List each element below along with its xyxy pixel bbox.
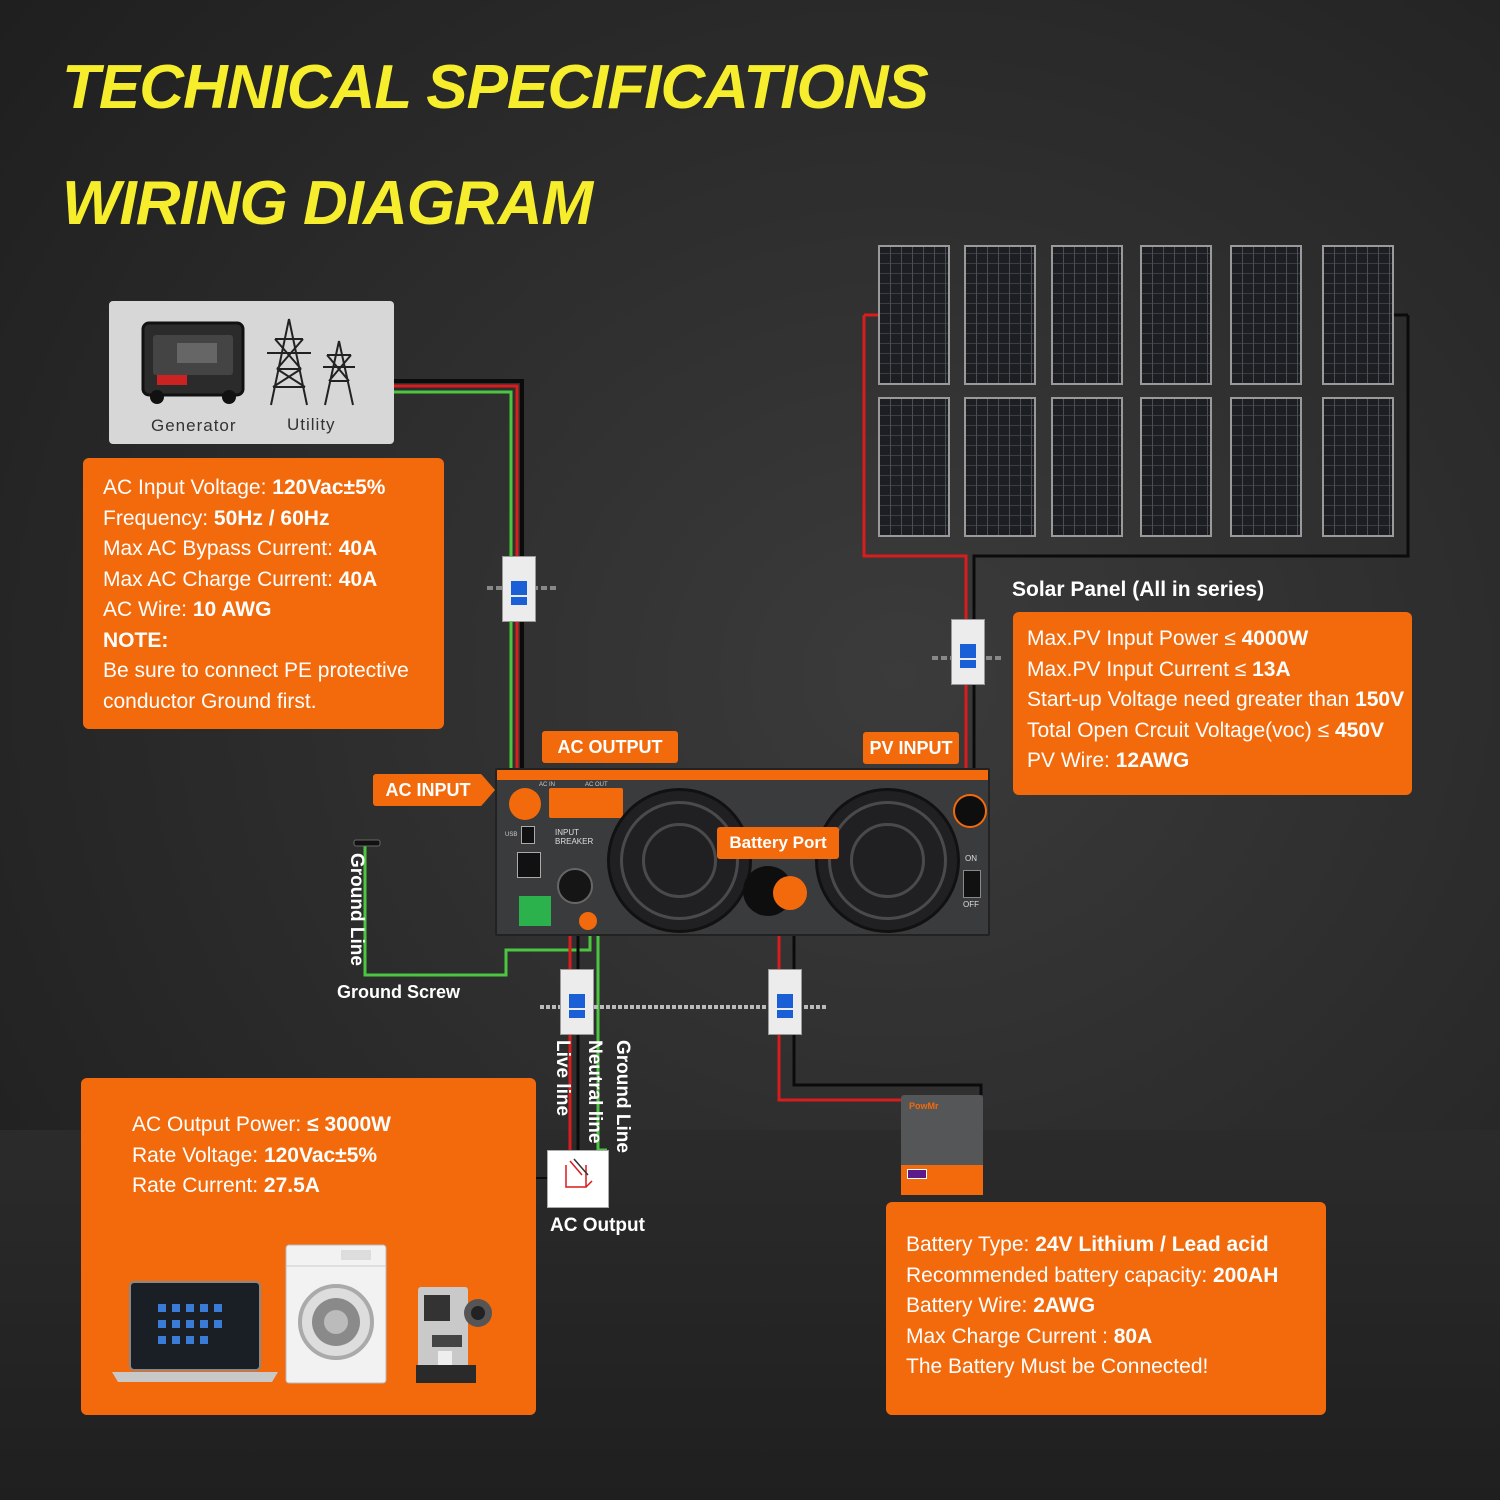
generator-label: Generator — [151, 416, 237, 435]
battery-warning: The Battery Must be Connected! — [906, 1355, 1209, 1378]
solar-panel — [964, 397, 1036, 537]
live-line-label: Live line — [552, 1040, 573, 1117]
washing-machine-icon — [285, 1244, 387, 1384]
solar-panel — [1140, 397, 1212, 537]
ac-in-port — [509, 788, 541, 820]
usb-port — [521, 826, 535, 844]
cooling-fan-right — [815, 788, 960, 933]
ac-source-card: Generator Utility — [109, 301, 394, 444]
spec-row: Max AC Bypass Current: 40A — [103, 537, 378, 560]
solar-panel — [1322, 245, 1394, 385]
solar-panel-heading: Solar Panel (All in series) — [1012, 578, 1265, 601]
pv-breaker — [951, 619, 985, 685]
ac-output-socket — [547, 1150, 609, 1208]
spec-row: Max AC Charge Current: 40A — [103, 567, 378, 591]
solar-panel — [1230, 397, 1302, 537]
battery-display — [907, 1169, 927, 1179]
battery-terminal-positive — [773, 876, 807, 910]
usb-label: USB — [505, 832, 518, 838]
input-breaker-knob — [557, 868, 593, 904]
note-line: conductor Ground first. — [103, 689, 317, 713]
pv-input-port — [953, 794, 987, 828]
input-breaker-label: INPUT BREAKER — [555, 828, 594, 846]
battery-unit: PowMr — [901, 1095, 983, 1195]
ac-in-label: AC IN — [539, 782, 556, 788]
cooling-fan-left — [607, 788, 752, 933]
spec-row: Frequency: 50Hz / 60Hz — [103, 506, 330, 530]
terminal-block — [519, 896, 551, 926]
battery-spec-box: Battery Type: 24V Lithium / Lead acid Re… — [886, 1202, 1326, 1415]
page-subtitle: WIRING DIAGRAM — [62, 169, 593, 238]
spec-row: Rate Current: 27.5A — [132, 1174, 320, 1197]
rj45-port — [517, 852, 541, 878]
ac-input-breaker — [502, 556, 536, 622]
solar-panel — [1140, 245, 1212, 385]
neutral-line-label: Neutral line — [584, 1040, 605, 1144]
utility-label: Utility — [287, 415, 336, 434]
battery-brand: PowMr — [909, 1101, 939, 1111]
ground-terminal — [579, 912, 597, 930]
spec-row: Start-up Voltage need greater than 150V — [1027, 688, 1405, 711]
spec-row: Rate Voltage: 120Vac±5% — [132, 1143, 378, 1167]
power-switch[interactable] — [963, 870, 981, 898]
ground-screw-label: Ground Screw — [337, 982, 461, 1002]
spec-row: Recommended battery capacity: 200AH — [906, 1263, 1279, 1287]
spec-row: AC Wire: 10 AWG — [103, 598, 272, 621]
pv-spec-box: Max.PV Input Power ≤ 4000W Max.PV Input … — [1013, 612, 1412, 795]
solar-panel — [1051, 397, 1123, 537]
solar-panel — [1230, 245, 1302, 385]
spec-row: Total Open Crcuit Voltage(voc) ≤ 450V — [1027, 718, 1385, 742]
spec-row: Battery Type: 24V Lithium / Lead acid — [906, 1233, 1269, 1256]
note-line: Be sure to connect PE protective — [103, 659, 409, 682]
battery-breaker — [768, 969, 802, 1035]
solar-panel — [1051, 245, 1123, 385]
inverter-top-stripe — [497, 770, 988, 780]
battery-port-tag: Battery Port — [717, 827, 839, 859]
spec-row: Max.PV Input Power ≤ 4000W — [1027, 627, 1309, 650]
ac-output-tag: AC OUTPUT — [542, 731, 678, 763]
ac-out-port — [549, 788, 623, 818]
page-title: TECHNICAL SPECIFICATIONS — [62, 53, 929, 122]
ac-output-breaker — [560, 969, 594, 1035]
ac-input-arrow-icon — [483, 776, 495, 804]
solar-panel — [878, 245, 950, 385]
ac-out-label: AC OUT — [585, 782, 608, 788]
spec-row: Max Charge Current : 80A — [906, 1324, 1153, 1348]
solar-panel — [964, 245, 1036, 385]
solar-panel — [878, 397, 950, 537]
spec-row: AC Input Voltage: 120Vac±5% — [103, 476, 386, 499]
ac-output-label: AC Output — [550, 1215, 645, 1236]
spec-row: Battery Wire: 2AWG — [906, 1294, 1096, 1317]
generator-icon — [141, 321, 245, 404]
spec-row: AC Output Power: ≤ 3000W — [132, 1113, 391, 1136]
ground-line-label: Ground Line — [346, 853, 367, 966]
coffee-machine-icon — [416, 1287, 492, 1383]
note-label: NOTE: — [103, 628, 169, 652]
ac-input-spec-box: AC Input Voltage: 120Vac±5% Frequency: 5… — [83, 458, 444, 729]
pv-input-tag: PV INPUT — [863, 732, 959, 764]
ac-input-tag: AC INPUT — [373, 774, 483, 806]
utility-tower-icon — [267, 318, 355, 406]
spec-row: Max.PV Input Current ≤ 13A — [1027, 657, 1291, 681]
laptop-icon — [112, 1281, 278, 1382]
on-label: ON — [965, 854, 977, 863]
off-label: OFF — [963, 900, 979, 909]
spec-row: PV Wire: 12AWG — [1027, 749, 1190, 772]
ground-line-output-label: Ground Line — [612, 1040, 633, 1153]
ground-clip-icon — [353, 839, 381, 847]
solar-panel — [1322, 397, 1394, 537]
